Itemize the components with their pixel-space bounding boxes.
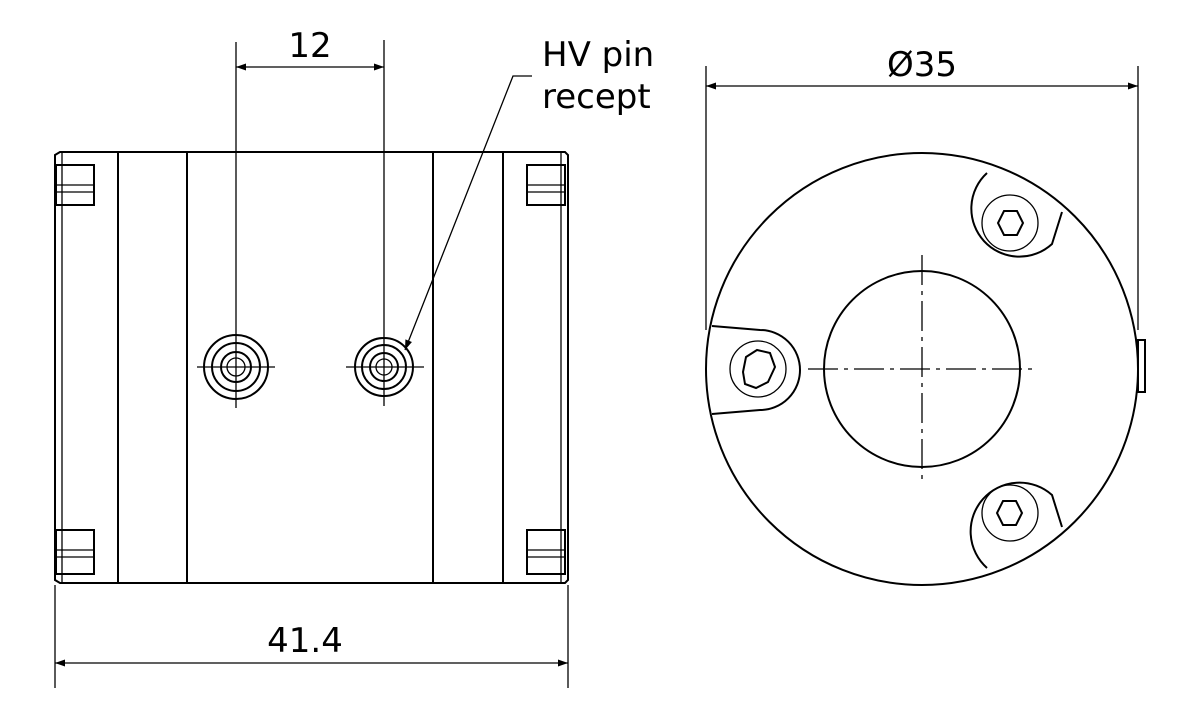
mount-lobe-left — [711, 325, 801, 415]
dimension-text-overall-length: 41.4 — [267, 621, 343, 661]
side-view: 12 41.4 HV pin recept — [54, 26, 654, 688]
clamp-top-left — [55, 164, 95, 206]
clamp-bottom-right — [526, 529, 566, 575]
clamp-top-right — [526, 164, 566, 206]
bolt-head-left — [729, 340, 787, 398]
clamp-bottom-left — [55, 529, 95, 575]
bolt-head-bottom — [981, 484, 1039, 542]
pin-receptacle-hv — [346, 40, 424, 406]
mount-lobe-bottom — [969, 481, 1063, 569]
callout-text-line2: recept — [542, 77, 651, 117]
side-view-outline — [54, 151, 569, 584]
callout-leader — [404, 75, 532, 351]
front-view: Ø35 — [705, 45, 1146, 586]
callout-text-line1: HV pin — [542, 35, 654, 75]
pin-receptacle-left — [197, 150, 275, 408]
side-tab — [1137, 339, 1146, 393]
bolt-head-top — [981, 194, 1039, 252]
dimension-text-diameter: Ø35 — [887, 45, 957, 85]
mount-lobe-top — [970, 172, 1063, 258]
dimension-text-pin-spacing: 12 — [288, 26, 331, 66]
